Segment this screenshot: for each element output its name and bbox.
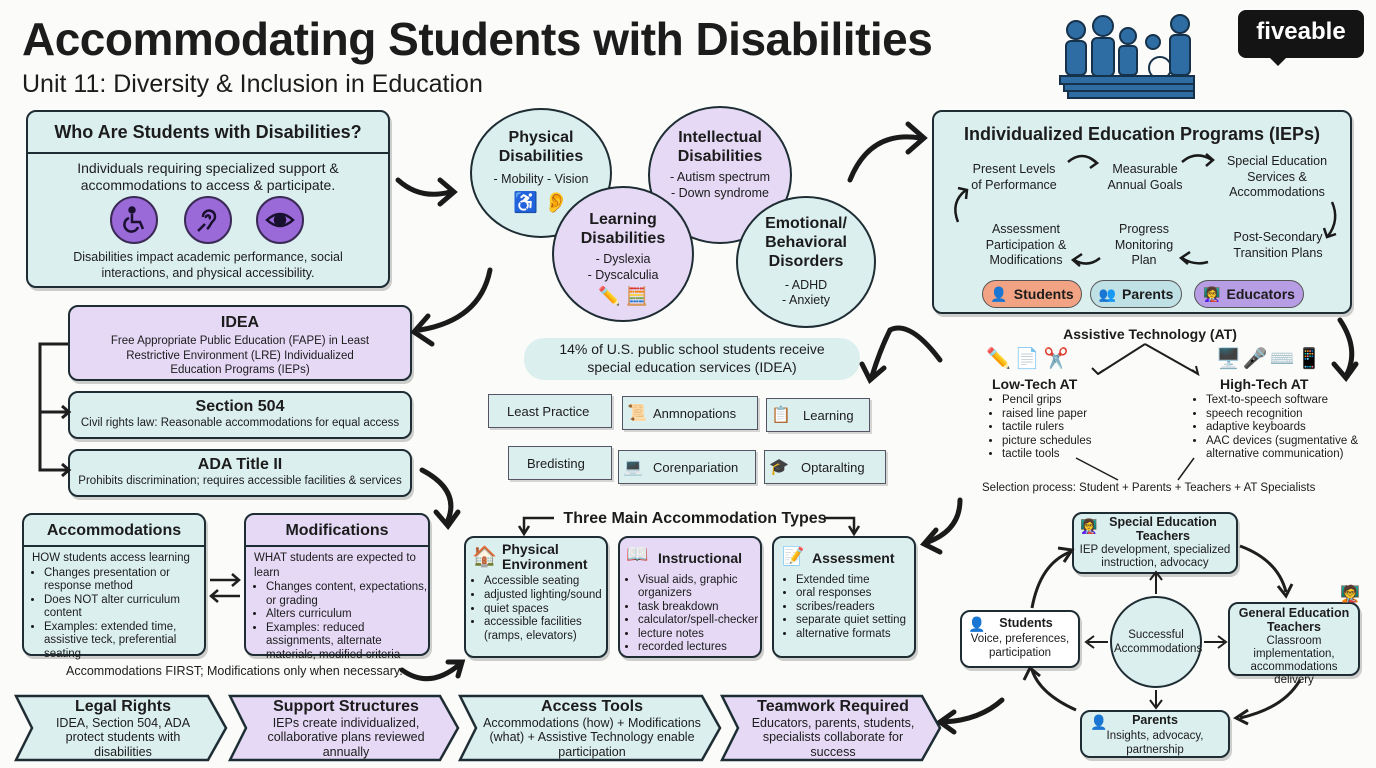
teacher-icon: 👩‍🏫 <box>1080 518 1098 534</box>
high-tech-list: Text-to-speech software speech recogniti… <box>1190 394 1362 462</box>
page-subtitle: Unit 11: Diversity & Inclusion in Educat… <box>22 70 483 98</box>
ruler-calculator-icon: ✏️ 🧮 <box>598 285 648 306</box>
book-icon: 📖 <box>626 544 649 564</box>
checklist-icon: 📝 <box>782 546 805 566</box>
note-card: Least Practice <box>488 394 612 428</box>
pill-educators: 👩‍🏫Educators <box>1194 280 1304 308</box>
iep-step: Post-Secondary Transition Plans <box>1233 230 1323 260</box>
summary-teamwork-required: Teamwork Required Educators, parents, st… <box>720 694 942 762</box>
high-tech-title: High-Tech AT <box>1220 376 1309 392</box>
note-card: 💻Corenpariation <box>618 450 756 484</box>
successful-accommodations-circle: Successful Accommodations <box>1110 596 1202 688</box>
people-group-icon <box>1059 14 1195 99</box>
students-box: 👤 Students Voice, preferences, participa… <box>960 610 1080 668</box>
logo-tail <box>1268 56 1288 66</box>
at-branch-arrows <box>1091 343 1200 377</box>
team-cycle-arrows <box>1022 544 1302 726</box>
general-ed-teachers-box: General Education Teachers Classroom imp… <box>1228 602 1360 686</box>
physical-disabilities-circle: Physical Disabilities - Mobility - Visio… <box>470 108 612 238</box>
special-ed-teachers-box: 👩‍🏫 Special Education Teachers IEP devel… <box>1072 512 1238 574</box>
note-card: Bredisting <box>508 446 612 480</box>
note-card: 📜Anmnopations <box>622 396 758 430</box>
iep-step: Assessment Participation & Modifications <box>985 222 1067 268</box>
at-title: Assistive Technology (AT) <box>1063 326 1237 342</box>
assessment-box: 📝 Assessment Extended time oral response… <box>772 536 916 658</box>
clipboard-icon: 📋 <box>771 407 791 424</box>
pill-parents: 👥Parents <box>1090 280 1182 308</box>
idea-box: IDEA Free Appropriate Public Education (… <box>68 305 412 381</box>
learning-disabilities-circle: Learning Disabilities - Dyslexia - Dysca… <box>552 186 694 322</box>
pill-students: 👤Students <box>982 280 1082 308</box>
accommodations-box: Accommodations HOW students access learn… <box>22 513 206 660</box>
eye-icon <box>256 196 304 244</box>
types-bracket <box>517 516 861 536</box>
fiveable-logo: fiveable <box>1238 10 1364 58</box>
summary-legal-rights: Legal Rights IDEA, Section 504, ADA prot… <box>14 694 228 762</box>
note-card: 🎓Optaralting <box>764 450 886 484</box>
low-tech-list: Pencil grips raised line paper tactile r… <box>986 394 1092 462</box>
who-are-students-panel: Who Are Students with Disabilities? Indi… <box>26 110 390 288</box>
teacher-icon: 🧑‍🏫 <box>1340 586 1360 603</box>
acc-mod-note: Accommodations FIRST; Modifications only… <box>66 664 403 678</box>
iep-step: Present Levels of Performance <box>971 162 1057 192</box>
who-impact: Disabilities impact academic performance… <box>73 250 343 280</box>
ieps-title: Individualized Education Programs (IEPs) <box>963 124 1321 144</box>
graduation-cap-icon: 🎓 <box>769 459 789 476</box>
wheelchair-icon <box>110 196 158 244</box>
parents-icon: 👥 <box>1098 285 1117 302</box>
stat-callout: 14% of U.S. public school students recei… <box>524 338 860 380</box>
section-504-box: Section 504 Civil rights law: Reasonable… <box>68 391 412 439</box>
hearing-icon <box>184 196 232 244</box>
iep-step: Progress Monitoring Plan <box>1114 222 1174 268</box>
iep-step: Special Education Services & Accommodati… <box>1226 154 1328 200</box>
who-title: Who Are Students with Disabilities? <box>54 122 362 142</box>
acc-mod-exchange-arrows <box>209 573 241 603</box>
low-tech-title: Low-Tech AT <box>992 376 1078 392</box>
instructional-box: 📖 Instructional Visual aids, graphic org… <box>618 536 762 658</box>
certificate-icon: 📜 <box>627 405 647 422</box>
summary-access-tools: Access Tools Accommodations (how) + Modi… <box>458 694 722 762</box>
wheelchair-icon: ♿ 👂 <box>513 192 569 214</box>
types-title: Three Main Accommodation Types <box>530 509 860 529</box>
modifications-box: Modifications WHAT students are expected… <box>244 513 430 661</box>
educator-icon: 👩‍🏫 <box>1203 285 1221 302</box>
page-title: Accommodating Students with Disabilities <box>22 13 933 65</box>
at-selection-lines <box>1075 457 1195 481</box>
note-card: 📋Learning <box>766 398 870 432</box>
computer-icon: 💻 <box>623 459 643 476</box>
at-selection-process: Selection process: Student + Parents + T… <box>982 482 1316 494</box>
summary-support-structures: Support Structures IEPs create individua… <box>228 694 460 762</box>
student-icon: 👤 <box>990 285 1008 302</box>
emotional-behavioral-circle: Emotional/ Behavioral Disorders - ADHD -… <box>736 196 876 328</box>
house-icon: 🏠 <box>472 546 497 568</box>
physical-environment-box: 🏠 Physical Environment Accessible seatin… <box>464 536 608 658</box>
ada-title-ii-box: ADA Title II Prohibits discrimination; r… <box>68 449 412 497</box>
student-icon: 👤 <box>968 616 986 632</box>
parent-icon: 👤 <box>1090 714 1108 730</box>
law-bracket-connector <box>38 342 72 478</box>
who-description: Individuals requiring specialized suppor… <box>77 159 339 194</box>
iep-cycle-arrows <box>954 153 1337 267</box>
low-tech-icons: ✏️📄✂️ <box>986 348 1073 370</box>
iep-step: Measurable Annual Goals <box>1107 162 1183 192</box>
parents-box: 👤 Parents Insights, advocacy, partnershi… <box>1080 710 1230 758</box>
high-tech-icons: 🖥️🎤⌨️📱 <box>1216 348 1324 370</box>
